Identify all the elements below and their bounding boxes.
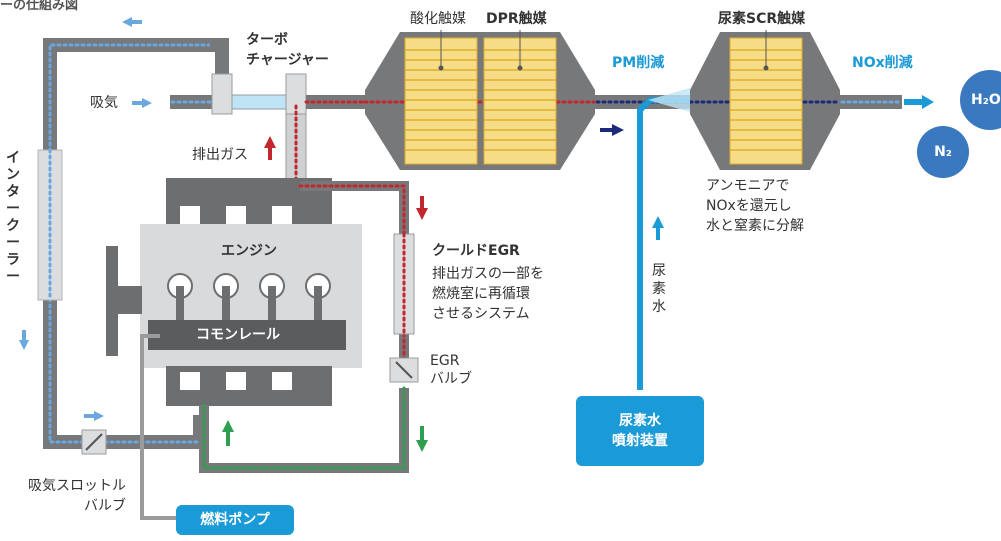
cooled-egr-title: クールドEGR: [432, 243, 520, 259]
intercooler-label: インタークーラー: [6, 150, 20, 285]
engine-block: [106, 178, 362, 406]
turbo-label: ターボ チャージャー: [246, 32, 329, 68]
urea-arrow: [652, 216, 664, 240]
turbo-compressor: [211, 73, 233, 115]
throttle-valve-label: 吸気スロットル バルブ: [28, 478, 126, 514]
exhaust-label: 排出ガス: [192, 147, 248, 163]
fuel-pump-box: [176, 505, 294, 535]
dpr-catalyst: [483, 30, 557, 165]
intake-arrows: [19, 17, 152, 421]
urea-injector-label: 尿素水 噴射装置: [612, 413, 668, 449]
fuel-line: [140, 334, 178, 520]
ammonia-desc: アンモニアで NOxを還元し 水と窒素に分解: [706, 178, 804, 234]
scr-catalyst: [729, 30, 803, 165]
oxidation-catalyst: [404, 30, 478, 165]
intake-label: 吸気: [90, 95, 118, 111]
scr-label: 尿素SCR触媒: [718, 11, 806, 27]
egr-return-up-arrow: [222, 420, 234, 446]
h2o-label: H₂O: [971, 92, 1001, 108]
dpr-label: DPR触媒: [486, 11, 547, 27]
common-rail-bar: [148, 320, 346, 350]
fuel-pump-label: 燃料ポンプ: [200, 512, 270, 528]
nox-label: NOx削減: [852, 55, 913, 71]
engine-label: エンジン: [221, 243, 277, 259]
egr-down-arrow: [416, 196, 428, 220]
cooled-egr-desc: 排出ガスの一部を 燃焼室に再循環 させるシステム: [432, 266, 544, 322]
top-partial-title: ーの仕組み図: [0, 0, 79, 13]
turbo-shaft: [231, 94, 287, 110]
pm-label: PM削減: [612, 55, 665, 71]
n2-label: N₂: [934, 144, 952, 160]
h2o-circle: [960, 70, 1001, 130]
urea-spray: [648, 88, 690, 112]
n2-circle: [917, 126, 969, 178]
egr-valve-label: EGR バルブ: [430, 353, 472, 387]
urea-injector-box: [576, 396, 704, 466]
urea-line: [637, 97, 690, 390]
common-rail-label: コモンレール: [196, 327, 280, 343]
outlet-arrow: [904, 95, 934, 109]
urea-water-label: 尿 素 水: [652, 263, 666, 315]
oxidation-label: 酸化触媒: [410, 11, 466, 27]
mid-flow-arrow: [600, 124, 624, 136]
exhaust-up-arrow: [264, 136, 276, 160]
egr-return-down-arrow: [416, 426, 428, 452]
